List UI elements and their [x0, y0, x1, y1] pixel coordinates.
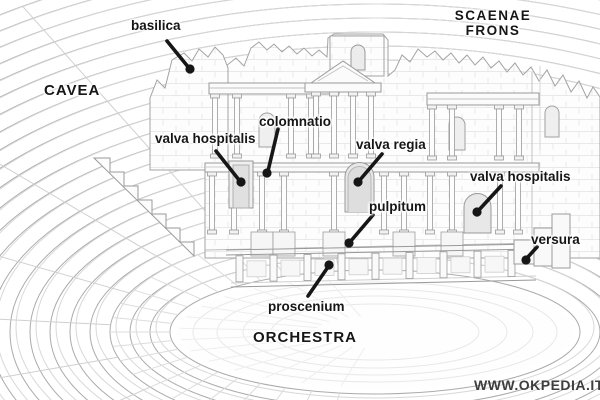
callout-dots	[185, 64, 531, 270]
leader-line-valva-hospitalis-left	[214, 149, 241, 182]
label-basilica: basilica	[131, 18, 181, 33]
orchestra-paving	[179, 278, 558, 387]
leader-line-basilica	[165, 39, 191, 70]
callout-dot-valva-hospitalis-left	[236, 177, 246, 187]
niche-window	[258, 112, 276, 148]
staircase	[92, 157, 195, 258]
label-cavea: CAVEA	[44, 82, 101, 99]
label-scaenae-frons-line2: FRONS	[465, 23, 521, 38]
callout-dot-basilica	[185, 64, 195, 74]
label-colomnatio: colomnatio	[259, 114, 332, 129]
callout-dot-versura	[521, 255, 531, 265]
label-valva-regia: valva regia	[356, 137, 426, 152]
callout-dot-valva-hospitalis-right	[472, 207, 482, 217]
callout-dot-valva-regia	[353, 177, 363, 187]
orchestra-floor	[177, 276, 573, 388]
leader-line-versura	[525, 245, 539, 260]
label-orchestra: ORCHESTRA	[253, 329, 358, 346]
watermark-text: WWW.OKPEDIA.IT	[474, 377, 600, 393]
facade-columns	[207, 91, 524, 257]
basilica-ruin	[149, 46, 229, 171]
label-scaenae-frons: SCAENAE FRONS	[447, 8, 539, 38]
label-pulpitum: pulpitum	[369, 199, 426, 214]
leader-line-valva-hospitalis-right	[476, 184, 503, 213]
callout-dot-proscenium	[324, 260, 334, 270]
label-proscenium: proscenium	[268, 299, 345, 314]
niche-window	[544, 105, 560, 138]
leader-line-valva-regia	[357, 152, 384, 183]
callout-leader-lines	[165, 39, 539, 298]
label-versura: versura	[531, 232, 580, 247]
leader-line-proscenium	[306, 265, 330, 298]
facade-doorways	[228, 160, 492, 234]
leader-line-pulpitum	[348, 213, 375, 244]
label-valva-hospitalis-right: valva hospitalis	[470, 169, 571, 184]
proscenium-pilasters	[235, 250, 516, 283]
callout-dot-colomnatio	[262, 168, 272, 178]
versura-blocks	[513, 213, 571, 269]
leader-line-colomnatio	[266, 127, 280, 173]
label-valva-hospitalis-left: valva hospitalis	[155, 131, 256, 146]
label-scaenae-frons-line1: SCAENAE	[454, 8, 532, 23]
callout-dot-pulpitum	[344, 238, 354, 248]
